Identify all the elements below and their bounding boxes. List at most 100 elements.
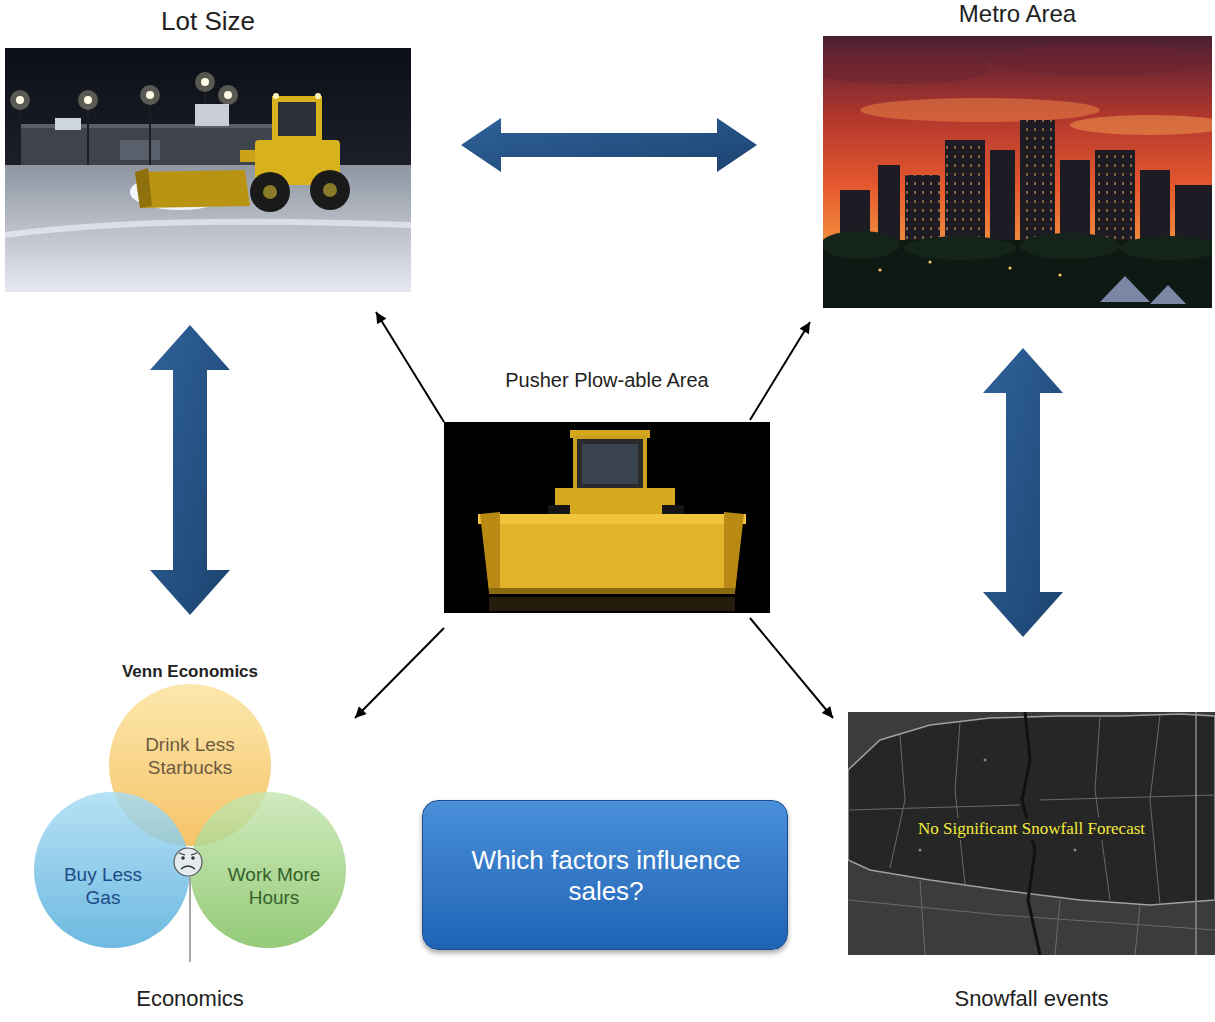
pusher-loader-photo-part (478, 514, 746, 524)
venn-circle-fill (190, 792, 346, 948)
city-skyline-photo-part (878, 165, 900, 250)
forecast-map-part (1074, 849, 1077, 852)
pusher-loader-photo-part (444, 422, 770, 613)
city-skyline-photo-part (823, 240, 1212, 308)
parking-lot-photo-part (315, 93, 321, 99)
parking-lot-photo (5, 48, 411, 292)
city-skyline-photo-part (905, 120, 1135, 250)
parking-lot-photo-part (278, 102, 316, 136)
parking-lot-photo-part (5, 165, 411, 292)
panel-heading: Metro Area (823, 0, 1212, 29)
sad-face-part (181, 856, 185, 860)
parking-lot-photo-part (78, 90, 98, 110)
parking-lot-photo-part (273, 93, 279, 99)
arrow-line (750, 322, 810, 420)
city-skyline-photo-part (1020, 120, 1055, 250)
parking-lot-photo-part (250, 172, 290, 212)
parking-lot-photo-part (204, 82, 206, 104)
question-text: Which factors influence sales? (447, 845, 765, 907)
block-arrow (461, 118, 757, 172)
forecast-map-part (919, 849, 922, 852)
forecast-map-part (920, 880, 925, 955)
city-skyline-photo-part (1060, 160, 1090, 250)
pusher-loader-photo-part (575, 437, 645, 492)
forecast-map-part (955, 722, 965, 884)
pusher-loader-photo-part (482, 520, 742, 590)
venn-title: Venn Economics (30, 662, 350, 682)
parking-lot-photo-part (87, 100, 89, 168)
map-panel: No Significant Snowfall ForecastSnowfall… (848, 712, 1215, 1022)
map-annotation: No Significant Snowfall Forecast (913, 818, 1150, 840)
panel-caption: Snowfall events (848, 986, 1215, 1012)
panel-heading: Lot Size (5, 6, 411, 37)
question-box: Which factors influence sales? (422, 800, 788, 950)
sad-face-part (191, 856, 195, 860)
city-skyline-photo-part (1020, 120, 1055, 250)
panel-caption: Economics (30, 986, 350, 1012)
forecast-map-part (984, 759, 987, 762)
parking-lot-photo-part (135, 168, 152, 208)
city-skyline-photo-part (945, 140, 985, 250)
parking-lot-photo-part (19, 100, 21, 168)
forecast-map-part (848, 715, 1215, 955)
forecast-map-part (1150, 715, 1160, 904)
forecast-map-part (848, 805, 1020, 810)
city-skyline-photo-part (1100, 276, 1150, 302)
pusher-loader-photo-part (724, 512, 744, 592)
city-skyline-photo-part (905, 175, 940, 250)
parking-lot-photo-part (10, 90, 30, 110)
arrow-line (376, 312, 444, 422)
forecast-map-part (1040, 795, 1215, 800)
city-skyline-photo (823, 36, 1212, 308)
parking-lot-photo-part (149, 95, 151, 168)
parking-lot-photo-part (224, 91, 232, 99)
parking-lot-photo-part (195, 104, 229, 126)
sad-face-part (174, 848, 202, 876)
venn-label: Work More Hours (214, 864, 334, 910)
city-skyline-photo-part (1140, 170, 1170, 250)
city-skyline-photo-part (1095, 150, 1135, 250)
forecast-map-part (890, 735, 905, 868)
forecast-map-part (1095, 716, 1110, 900)
pusher-loader-photo-part (548, 505, 570, 550)
forecast-map-part (1055, 900, 1060, 955)
forecast-map-part (848, 714, 1215, 905)
parking-lot-photo-part (16, 96, 24, 104)
venn-label: Drink Less Starbucks (130, 734, 250, 780)
city-skyline-photo-part (990, 150, 1015, 250)
parking-lot-photo-part (195, 72, 215, 92)
parking-lot-photo-part (20, 128, 320, 168)
forecast-map-part (1135, 905, 1140, 955)
city-skyline-photo-part (990, 44, 1210, 76)
pusher-loader-photo-part (489, 597, 735, 611)
city-skyline-photo-part (945, 140, 985, 250)
parking-lot-photo-part (306, 106, 314, 114)
city-skyline-photo-part (878, 268, 881, 271)
parking-lot-photo-part (201, 78, 209, 86)
sad-face-part (181, 866, 195, 869)
parking-lot-photo-part (20, 124, 320, 130)
city-skyline-photo-part (823, 231, 900, 259)
city-skyline-photo-part (905, 236, 1015, 260)
city-skyline-photo-part (1058, 273, 1061, 276)
photo-panel: Lot Size (5, 2, 411, 292)
pusher-loader-photo-part (582, 444, 638, 484)
parking-lot-photo-part (84, 96, 92, 104)
parking-lot-photo-part (227, 95, 229, 104)
parking-lot-photo-part (55, 118, 81, 130)
parking-lot-photo-part (263, 185, 277, 199)
city-skyline-photo-part (1070, 115, 1212, 135)
parking-lot-photo-part (240, 150, 270, 162)
pusher-loader-photo-part (570, 430, 650, 438)
city-skyline-photo-part (840, 120, 1212, 250)
city-skyline-photo-part (823, 36, 1212, 308)
sad-face (174, 848, 202, 876)
city-skyline-photo-part (928, 260, 931, 263)
city-skyline-photo-part (840, 190, 870, 250)
arrow-line (355, 628, 444, 718)
pusher-loader-photo-part (489, 588, 735, 594)
forecast-map-part (848, 712, 1215, 955)
parking-lot-photo-part (218, 85, 238, 105)
parking-lot-photo-part (120, 140, 160, 160)
block-arrow (150, 325, 230, 615)
